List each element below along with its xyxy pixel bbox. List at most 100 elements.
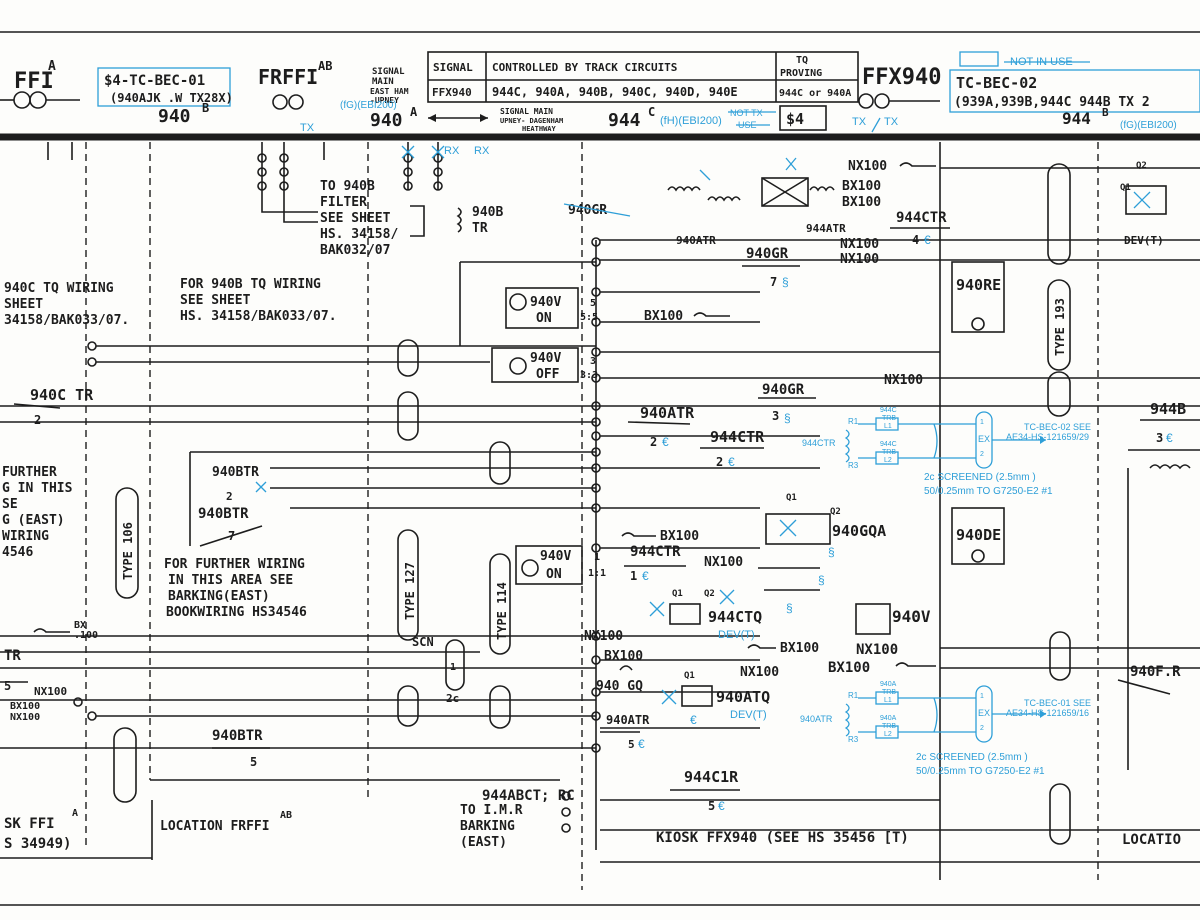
note-line: BOOKWIRING HS34546 [166,605,307,620]
tq-notes: 940C TQ WIRING SHEET 34158/BAK033/07. FO… [4,277,337,328]
header-right-signal: FFX940 NOT IN USE TC-BEC-02 (939A,939B,9… [852,51,1200,131]
nx100-low: NX100 [704,555,743,570]
ffi-label: FFI [14,69,54,94]
relay-group-left: 940C TR 2 940BTR 2 940BTR 7 940BTR 5 [13,386,270,769]
q2: Q2 [1136,161,1147,171]
contact-number: 1:1 [588,568,606,579]
relay-q-box [681,685,713,707]
section-mark: § [828,545,835,559]
bx100-label: .100 [74,630,98,641]
table-header-proving: PROVING [780,68,822,79]
ffx940-label: FFX940 [862,65,941,90]
q1: Q1 [672,589,683,599]
relay-940a-tr-top: 940ATR [676,234,716,247]
bx100-b: BX100 [604,649,643,664]
tx-label: TX [300,122,315,134]
section-mark: § [786,601,793,615]
signal-940a: 940 [370,110,403,131]
vertical-wires [47,142,1099,890]
signal-940b-sup: B [202,101,209,115]
frffi-label: FRFFI [258,65,318,89]
relay-940v-on: ON [536,311,552,326]
table-row-controlled: 944C, 940A, 940B, 940C, 940D, 940E [492,85,738,99]
tc02-ref: AE34-HS-121659/29 [1006,432,1089,442]
bx100-low: BX100 [660,529,699,544]
contact-number: 2 [716,455,723,469]
tc-bec-02-box [949,69,1200,113]
euro-mark: € [718,799,725,813]
note-line: FOR FURTHER WIRING [164,557,305,572]
ex-pin: 2 [980,725,984,732]
ex-label: EX [978,708,990,718]
tc01-cable: 2c SCREENED (2.5mm ) [916,752,1028,763]
nx100-r3: NX100 [840,252,879,267]
relay-940v-off: OFF [536,367,560,382]
relay-group-mid-low: 940V ON 1 1:1 BX100 944CTR 1 € NX100 Q1 … [460,529,909,850]
header-left-signal: FFI A $4-TC-BEC-01 (940AJK .W TX28X) 940… [0,59,332,134]
note-line: FILTER [320,195,367,210]
right-box-line1: TC-BEC-02 [956,74,1037,92]
l2-c: L2 [884,457,892,464]
relay-944a-tr-top: 944ATR [806,222,846,235]
euro-mark: € [662,435,669,449]
note-line: HS. 34158/BAK033/07. [180,309,337,324]
relay-944b-right: 944B [1150,400,1186,418]
tx-label: TX [852,116,867,128]
signal-944b-sup: B [1102,106,1109,119]
signal-lamp [29,91,47,109]
relay-940b-tr: 940BTR [212,465,259,480]
note-line: SEE SHEET [320,211,391,226]
note-line: BAK032/07 [320,243,390,258]
signal-lamp [272,94,288,110]
note-line: G (EAST) [2,513,65,528]
q2: Q2 [704,589,715,599]
svg-text:1: 1 [450,662,456,673]
terminal-column [591,237,601,753]
control-table: SIGNAL CONTROLLED BY TRACK CIRCUITS TQ P… [427,51,859,103]
tr-944c: 944CTR [802,438,836,448]
relay-940de: 940DE [956,526,1001,544]
contact-number: 5 [628,738,635,751]
bx100-c: BX100 [828,660,870,676]
q1: Q1 [786,493,797,503]
contact-number: 1 [630,569,637,583]
ffi-sup: A [48,59,56,74]
relay-940b-tr-low: 940BTR [212,728,263,744]
relay-944abct: 944ABCT; RC [482,788,575,804]
bx100-r1: BX100 [842,179,881,194]
table-header-signal: SIGNAL [433,61,473,74]
nx100-left-2: NX100 [10,712,40,723]
signal-main-2: SIGNAL MAIN [500,107,553,116]
not-tx-use: NOT TX [730,108,763,118]
tc01-ref: AE34-HS-121659/16 [1006,708,1089,718]
ffi-box-line1: $4-TC-BEC-01 [104,73,205,89]
euro-mark: € [924,233,931,247]
signal-lamp [13,91,31,109]
contact-number: 5:5 [580,312,598,323]
tc02-ref: TC-BEC-02 SEE [1024,422,1091,432]
l1-c: L1 [884,423,892,430]
relay-group-mid: 940V ON 5 5:5 940V OFF 3 3:3 BX100 940GR… [491,246,816,469]
frffi-sup: AB [318,59,332,73]
tc02-cable: 2c SCREENED (2.5mm ) [924,472,1036,483]
scn-label: SCN [412,635,434,649]
relay-944c-tr-right: 944CTR [896,210,947,226]
tx-label: TX [884,116,899,128]
dollar4-box: $4 [786,110,804,128]
type114-label: TYPE 114 [495,582,509,640]
contact-number: 3 [1156,431,1163,445]
signal-main-text: SIGNAL [372,67,405,77]
signal-944c: 944 [608,110,641,131]
contact-number: 3:3 [580,370,598,381]
l1-a: 940A [880,681,897,688]
bx100-a: BX100 [780,641,819,656]
rx-label: RX [444,145,460,157]
further-wiring-notes: FURTHER G IN THIS SE G (EAST) WIRING 454… [2,465,307,620]
section-mark: § [818,573,825,587]
l2-a: 940A [880,715,897,722]
type193-label: TYPE 193 [1053,298,1067,356]
nx100-mid-right: NX100 [884,373,923,388]
euro-mark: € [690,713,697,727]
